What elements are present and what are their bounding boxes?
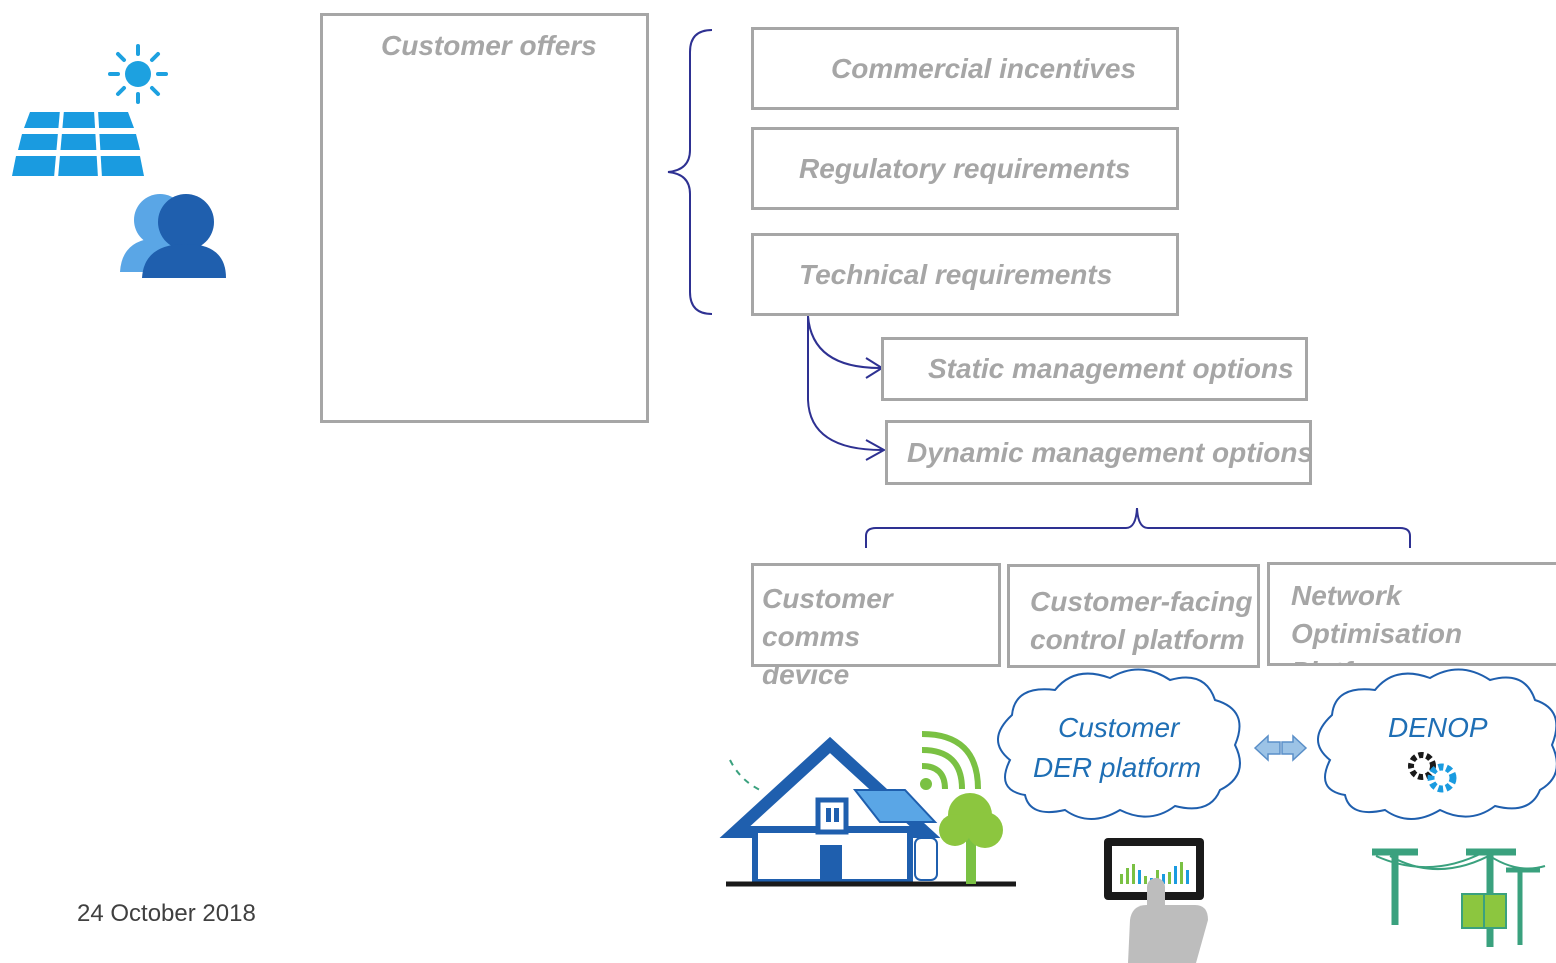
technical-requirements-box: Technical requirements <box>751 233 1179 316</box>
wifi-icon <box>920 731 981 790</box>
solar-panel-icon <box>12 109 144 179</box>
customer-cloud-line1: Customer <box>1058 712 1180 743</box>
customer-cloud <box>997 668 1241 820</box>
denop-cloud-label: DENOP <box>1388 712 1488 743</box>
users-icon <box>120 194 226 278</box>
network-optimisation-platform-line2: Platform <box>1291 653 1556 663</box>
static-management-label: Static management options <box>928 353 1294 384</box>
customer-facing-platform-box: Customer-facing control platform <box>1007 564 1260 668</box>
static-management-box: Static management options <box>881 337 1308 401</box>
customer-cloud-line2: DER platform <box>1033 752 1202 783</box>
network-optimisation-platform-text: Network Optimisation Platform <box>1291 577 1556 663</box>
power-pole-icon <box>1372 848 1546 947</box>
platforms-brace <box>865 507 1411 548</box>
commercial-incentives-box: Commercial incentives <box>751 27 1179 110</box>
tree-icon <box>939 793 1003 884</box>
denop-cloud <box>1317 668 1556 820</box>
customer-facing-platform-text: Customer-facing control platform <box>1030 583 1252 659</box>
customer-facing-platform-line2: control platform <box>1030 624 1245 655</box>
customer-comms-device-line2: device <box>762 659 850 690</box>
tablet-chart-icon <box>1104 838 1204 900</box>
customer-comms-device-box: Customer comms device <box>751 563 1001 690</box>
dynamic-management-box: Dynamic management options <box>885 420 1314 485</box>
technical-connectors <box>807 315 887 461</box>
customer-comms-device-line1: Customer comms <box>762 583 893 652</box>
customer-offers-title: Customer offers <box>381 30 597 61</box>
requirements-brace <box>667 29 713 315</box>
network-optimisation-platform-box: Network Optimisation Platform <box>1267 562 1556 666</box>
double-arrow-icon <box>1253 734 1308 762</box>
dynamic-management-label: Dynamic management options <box>907 436 1314 468</box>
gears-icon <box>1408 752 1457 793</box>
network-optimisation-platform-line1: Network Optimisation <box>1291 580 1463 649</box>
regulatory-requirements-label: Regulatory requirements <box>799 152 1131 184</box>
technical-requirements-label: Technical requirements <box>799 258 1113 290</box>
house-icon <box>719 736 1016 887</box>
sun-icon <box>108 44 168 104</box>
commercial-incentives-label: Commercial incentives <box>831 52 1137 84</box>
customer-facing-platform-line1: Customer-facing <box>1030 586 1253 617</box>
customer-comms-device-text: Customer comms device <box>762 580 998 694</box>
hand-pointer-icon <box>1128 878 1208 963</box>
transformer-box-icon <box>1461 893 1507 929</box>
footer-date: 24 October 2018 <box>77 900 256 927</box>
customer-offers-panel: Customer offers <box>320 13 649 423</box>
regulatory-requirements-box: Regulatory requirements <box>751 127 1179 210</box>
